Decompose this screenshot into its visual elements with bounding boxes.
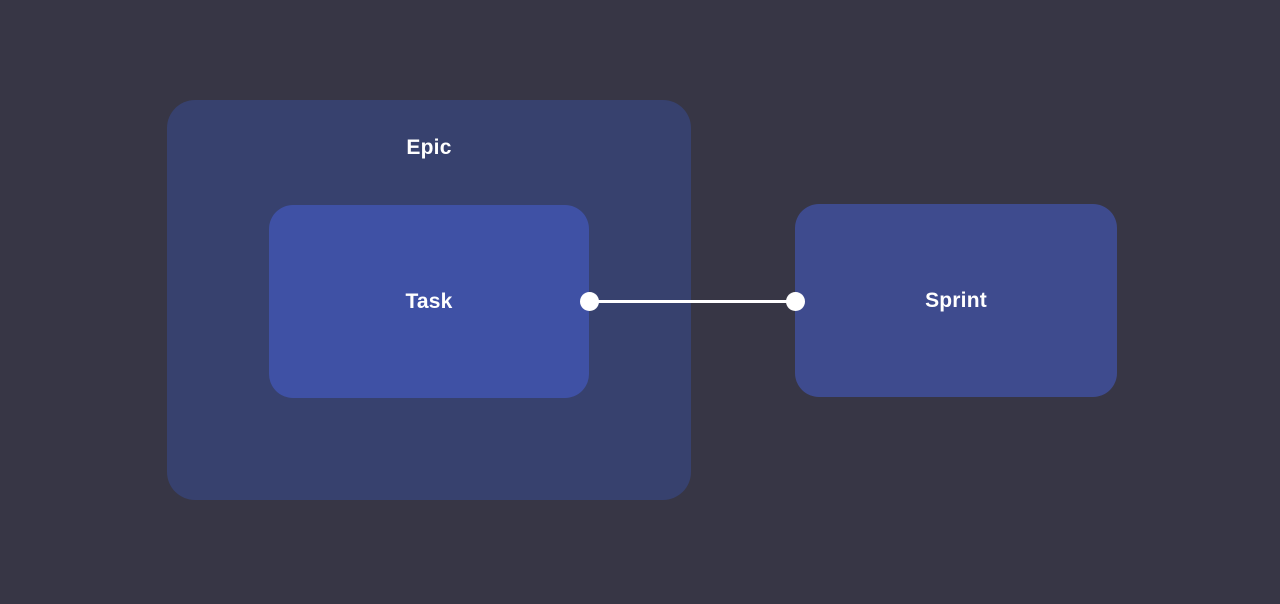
node-sprint-label: Sprint bbox=[925, 288, 987, 312]
node-sprint[interactable]: Sprint bbox=[795, 204, 1117, 397]
edge-task-sprint[interactable] bbox=[589, 300, 795, 303]
node-task-label: Task bbox=[405, 289, 453, 313]
edge-target-handle[interactable] bbox=[786, 292, 805, 311]
node-epic-label: Epic bbox=[406, 136, 452, 159]
edge-source-handle[interactable] bbox=[580, 292, 599, 311]
node-task[interactable]: Task bbox=[269, 205, 589, 398]
